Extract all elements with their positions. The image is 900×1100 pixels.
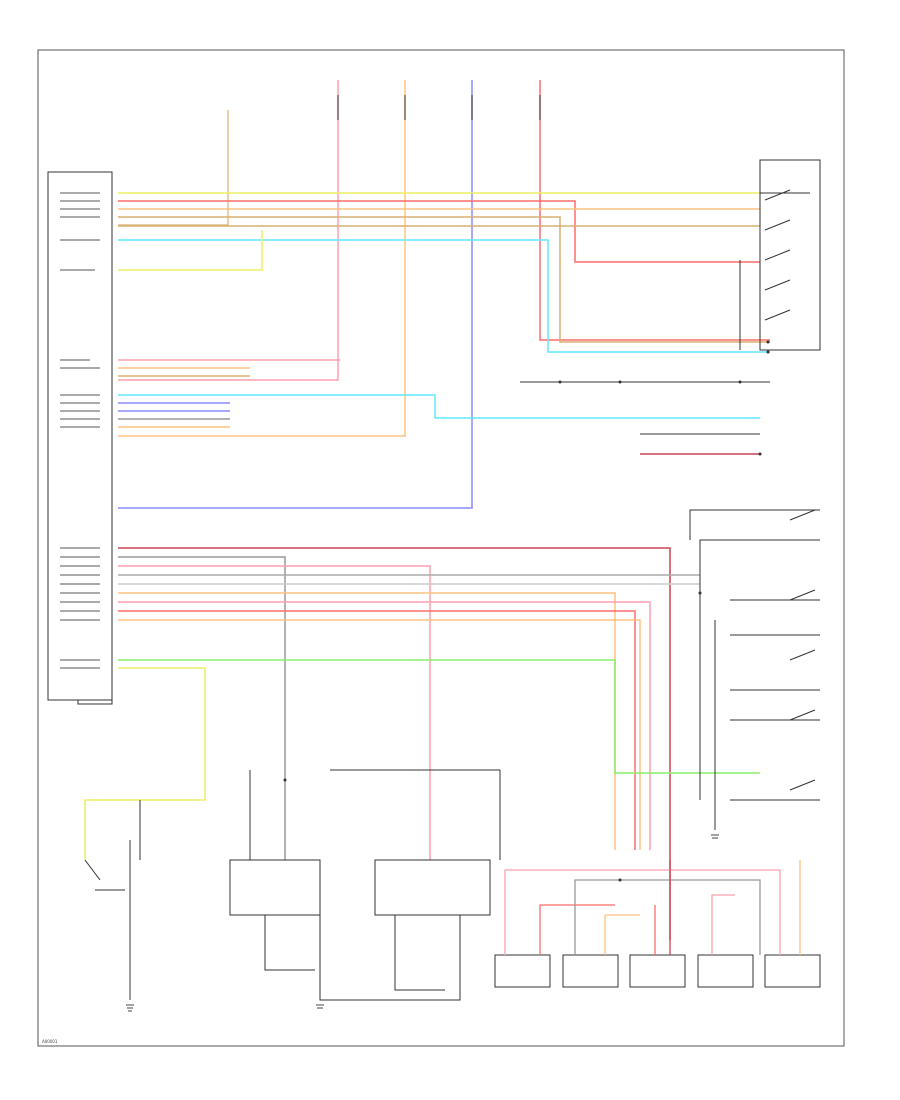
upper-wire-harness xyxy=(118,192,810,353)
ground-symbols xyxy=(126,834,719,1012)
figure-id: A00001 xyxy=(42,1039,58,1044)
splice-dots xyxy=(283,340,770,882)
door-actuators xyxy=(494,860,821,988)
pin-label-ticks xyxy=(60,192,100,669)
fuse-feeds xyxy=(118,80,770,509)
key-switch xyxy=(84,800,141,1000)
middle-wire-harness xyxy=(118,359,770,455)
upper-feed xyxy=(118,110,229,226)
mirror-switch-block xyxy=(739,159,821,351)
lower-wire-harness xyxy=(84,547,760,940)
diagram-frame xyxy=(37,49,845,1047)
lock-modules xyxy=(229,769,501,1001)
body-control-module xyxy=(47,171,113,705)
door-lock-switches xyxy=(689,509,820,830)
